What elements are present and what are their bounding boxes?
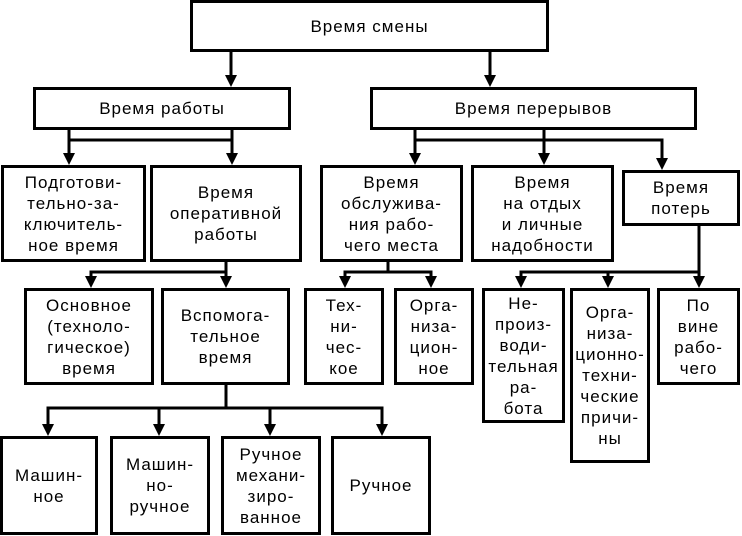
node-main-time: Основное (техноло- гическое) время xyxy=(24,288,154,385)
node-worker-fault-label: По вине рабо- чего xyxy=(674,295,723,378)
arrowhead xyxy=(225,75,237,87)
arrowhead xyxy=(376,424,388,436)
arrowhead xyxy=(153,424,165,436)
node-org-technical-reasons: Орга- низа- ционно- техни- ческие причи-… xyxy=(570,288,650,463)
node-machine-label: Машин- ное xyxy=(15,465,83,506)
arrowhead xyxy=(85,276,97,288)
arrowhead xyxy=(339,276,351,288)
arrowhead xyxy=(42,424,54,436)
node-technical-label: Тех- ни- чес- кое xyxy=(325,295,363,378)
node-rest-time: Время на отдых и личные надобности xyxy=(471,165,614,262)
node-main-time-label: Основное (техноло- гическое) время xyxy=(46,295,132,378)
node-work-time: Время работы xyxy=(33,87,291,130)
arrowhead xyxy=(425,276,437,288)
arrowhead xyxy=(693,276,705,288)
node-break-time-label: Время перерывов xyxy=(454,99,613,118)
node-work-time-label: Время работы xyxy=(99,99,225,118)
node-service-time: Время обслужива- ния рабо- чего места xyxy=(320,165,463,262)
node-manual-label: Ручное xyxy=(349,476,413,495)
node-organizational-label: Орга- низа- цион- ное xyxy=(409,295,459,378)
node-loss-time-label: Время потерь xyxy=(651,178,711,218)
node-shift-time: Время смены xyxy=(190,0,549,52)
node-manual-mechanized: Ручное механи- зиро- ванное xyxy=(221,436,321,535)
node-operative-time-label: Время оперативной работы xyxy=(169,183,283,244)
node-shift-time-label: Время смены xyxy=(310,16,429,36)
arrowhead xyxy=(63,153,75,165)
node-manual: Ручное xyxy=(331,436,431,535)
node-unproductive-work: Не- произ- води- тельная ра- бота xyxy=(482,288,565,423)
node-auxiliary-time-label: Вспомога- тельное время xyxy=(180,306,271,367)
node-service-time-label: Время обслужива- ния рабо- чего места xyxy=(341,172,442,255)
node-preparatory-time: Подготови- тельно-за- ключитель- ное вре… xyxy=(1,165,146,262)
node-auxiliary-time: Вспомога- тельное время xyxy=(161,288,290,385)
node-loss-time: Время потерь xyxy=(622,170,740,226)
arrowhead xyxy=(409,153,421,165)
node-org-technical-reasons-label: Орга- низа- ционно- техни- ческие причи-… xyxy=(575,303,645,448)
arrowhead xyxy=(226,153,238,165)
arrowhead xyxy=(656,158,668,170)
node-organizational: Орга- низа- цион- ное xyxy=(394,288,474,385)
node-unproductive-work-label: Не- произ- води- тельная ра- бота xyxy=(488,293,559,418)
arrowhead xyxy=(538,153,550,165)
arrowhead xyxy=(220,276,232,288)
node-break-time: Время перерывов xyxy=(370,87,697,130)
node-machine-manual: Машин- но- ручное xyxy=(110,436,210,535)
arrowhead xyxy=(602,276,614,288)
node-manual-mechanized-label: Ручное механи- зиро- ванное xyxy=(235,444,307,527)
arrowhead xyxy=(264,424,276,436)
node-operative-time: Время оперативной работы xyxy=(150,165,302,262)
node-machine-manual-label: Машин- но- ручное xyxy=(126,455,194,516)
arrowhead xyxy=(484,75,496,87)
node-technical: Тех- ни- чес- кое xyxy=(304,288,384,385)
node-preparatory-time-label: Подготови- тельно-за- ключитель- ное вре… xyxy=(23,172,124,255)
arrowhead xyxy=(515,276,527,288)
node-rest-time-label: Время на отдых и личные надобности xyxy=(491,172,594,255)
node-worker-fault: По вине рабо- чего xyxy=(657,288,740,385)
node-machine: Машин- ное xyxy=(0,436,98,535)
